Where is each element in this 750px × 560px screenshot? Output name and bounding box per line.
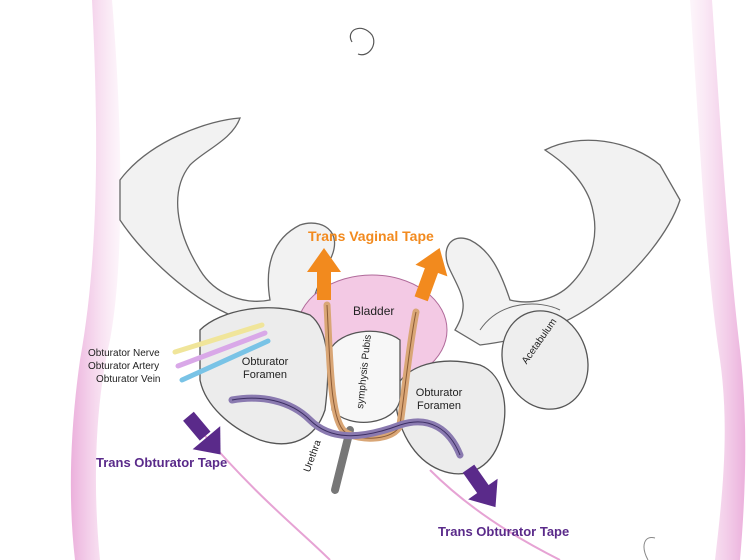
obturator-vein-line — [179, 338, 271, 383]
urethra — [331, 426, 354, 494]
label-bladder: Bladder — [353, 304, 395, 318]
body-right-outline — [690, 0, 746, 560]
obturator-artery-line — [175, 330, 268, 369]
navel — [349, 27, 375, 56]
label-obturator-artery: Obturator Artery — [88, 361, 160, 372]
acetabulum — [501, 310, 589, 410]
label-obturator-vein: Obturator Vein — [96, 374, 161, 385]
thigh-line-right — [429, 469, 561, 560]
tvt-arrow-right — [414, 248, 448, 302]
label-trans-obturator-tape-right: Trans Obturator Tape — [438, 524, 570, 539]
label-trans-vaginal-tape: Trans Vaginal Tape — [308, 228, 434, 244]
label-obturator-foramen-right: Obturator Foramen — [415, 387, 463, 412]
obturator-nerve-line — [172, 322, 265, 355]
right-pubic-ring — [394, 360, 506, 475]
left-iliac-wing — [119, 117, 336, 341]
tot-arrow-left — [183, 411, 221, 455]
label-obturator-nerve: Obturator Nerve — [88, 348, 160, 359]
body-left-outline — [70, 0, 121, 560]
right-iliac-wing — [445, 139, 681, 346]
tot-arrow-right — [462, 464, 498, 508]
label-obturator-foramen-left: Obturator Foramen — [241, 356, 289, 381]
label-trans-obturator-tape-left: Trans Obturator Tape — [96, 455, 228, 470]
tvt-arrow-left — [307, 248, 341, 300]
